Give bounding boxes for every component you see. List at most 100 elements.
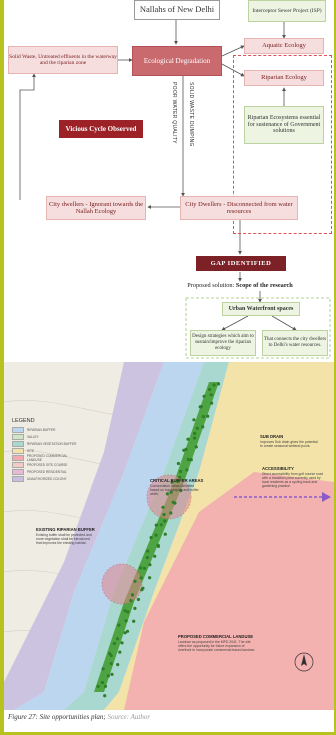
commercial-landuse-area	[124, 472, 334, 710]
tree-dot	[198, 405, 202, 409]
commercial-landuse-desc: Landuse as proposed in the MPD 2041. The…	[178, 640, 256, 653]
legend-swatch	[12, 433, 24, 440]
legend-label: UNAUTHORIZED COLONY	[27, 476, 67, 481]
legend-swatch	[12, 440, 24, 447]
tree-dot	[133, 606, 137, 610]
legend-swatch	[12, 475, 24, 482]
tree-dot	[159, 523, 163, 527]
tree-dot	[103, 694, 107, 698]
tree-dot	[148, 576, 152, 580]
critical-buffer-desc: Conservation Areas identified based on t…	[150, 484, 199, 497]
tree-dot	[118, 650, 122, 654]
tree-dot	[189, 458, 193, 462]
tree-dot	[101, 667, 105, 671]
legend-swatch	[12, 447, 24, 454]
tree-dot	[136, 597, 140, 602]
tree-dot	[176, 479, 180, 483]
tree-dot	[153, 554, 157, 558]
tree-dot	[146, 549, 150, 553]
tree-dot	[156, 543, 160, 547]
tree-dot	[132, 619, 136, 623]
legend-label: RIPARIAN VEGETATION BUFFER	[27, 441, 77, 446]
city-ignorant-node: City dwellers - Ignorant towards the Nal…	[46, 196, 146, 220]
existing-buffer-title: EXISTING RIPARIAN BUFFER	[36, 527, 95, 532]
tree-dot	[179, 469, 183, 474]
vicious-cycle-label: Vicious Cycle Observed	[59, 120, 143, 138]
tree-dot	[210, 401, 214, 405]
figure-caption: Figure 27: Site opportunities plan; Sour…	[8, 713, 150, 721]
tree-dot	[163, 519, 167, 523]
poor-water-quality-label: POOR WATER QUALITY	[171, 82, 177, 144]
legend-item: PROPOSED RESIDENTIAL	[12, 468, 82, 475]
arrow-ignorant-to-solidwaste	[19, 73, 36, 200]
tree-dot	[133, 579, 137, 583]
tree-dot	[179, 488, 183, 493]
legend-label: PROPOSED COMMERCIAL LANDUSE	[26, 453, 68, 462]
tree-dot	[117, 623, 121, 627]
legend-label: VALLEY	[27, 434, 39, 439]
site-opportunities-map	[4, 362, 334, 710]
solid-waste-node: Solid Waste, Untreated effluents in the …	[8, 46, 118, 74]
legend-item: VALLEY	[12, 433, 82, 440]
tree-dot	[193, 431, 197, 435]
tree-dot	[182, 448, 186, 452]
tree-dot	[124, 619, 128, 623]
tree-dot	[154, 523, 158, 527]
tree-dot	[112, 641, 116, 646]
tree-dot	[165, 492, 169, 496]
arrow-urban-to-connect	[271, 315, 297, 331]
legend-item: RIPARIAN VEGETATION BUFFER	[12, 440, 82, 447]
riparian-dashed-group	[233, 55, 332, 234]
tree-dot	[109, 653, 113, 658]
sub-drain-arrow	[322, 492, 331, 502]
critical-buffer-zone-1	[146, 474, 192, 520]
tree-dot	[154, 533, 158, 537]
tree-dot	[169, 490, 173, 494]
accessibility-desc: Direct accessibility from golf course ro…	[262, 472, 323, 489]
tree-dot	[120, 641, 124, 645]
ecological-degradation-node: Ecological Degradation	[132, 46, 222, 76]
tree-dot	[130, 593, 135, 597]
accessibility-title: ACCESSIBILITY	[262, 466, 294, 471]
legend-label: PROPOSED SITE COURSE	[27, 462, 68, 467]
arrow-urban-to-design	[221, 315, 249, 331]
legend-swatch	[12, 426, 24, 433]
unauthorized-colony-area	[4, 362, 164, 710]
tree-dot	[193, 436, 197, 440]
proposed-solution-line: Proposed solution: Scope of the research	[150, 282, 330, 289]
tree-dot	[103, 684, 108, 688]
tree-dot	[176, 461, 180, 466]
north-arrow-circle	[294, 652, 314, 672]
tree-dot	[194, 445, 198, 449]
caption-source: Source: Author	[105, 713, 151, 721]
legend-item: PROPOSED COMMERCIAL LANDUSE	[12, 453, 82, 462]
tree-dot	[161, 505, 165, 509]
tree-dot	[106, 674, 110, 678]
solid-waste-dumping-label: SOLID WASTE DUMPING	[188, 82, 194, 147]
tree-dot	[148, 563, 152, 567]
legend-swatch	[12, 461, 24, 468]
tree-dot	[192, 418, 196, 422]
tree-dot	[162, 513, 166, 517]
commercial-landuse-title: PROPOSED COMMERCIAL LANDUSE	[178, 634, 254, 639]
urban-dashed-group	[185, 297, 331, 359]
tree-dot	[201, 425, 205, 429]
legend-item: UNAUTHORIZED COLONY	[12, 475, 82, 482]
sub-drain-desc: Improves Sub drain gives the potential t…	[260, 440, 318, 449]
tree-dot	[186, 437, 190, 441]
critical-buffer-zone-2	[101, 563, 143, 605]
riparian-ecology-node: Riparian Ecology	[244, 70, 324, 86]
tree-dot	[141, 586, 145, 590]
legend-item: PROPOSED SITE COURSE	[12, 461, 82, 468]
isp-node: Interceptor Sewer Project (ISP)	[248, 0, 326, 22]
proposed-prefix: Proposed solution:	[187, 282, 236, 289]
city-disconnected-node: City Dwellers - Disconnected from water …	[180, 196, 298, 220]
tree-dot	[123, 609, 127, 613]
tree-dot	[145, 556, 149, 560]
legend-title: LEGEND	[12, 418, 35, 424]
aquatic-ecology-node: Aquatic Ecology	[244, 38, 324, 54]
tree-dot	[125, 629, 130, 633]
